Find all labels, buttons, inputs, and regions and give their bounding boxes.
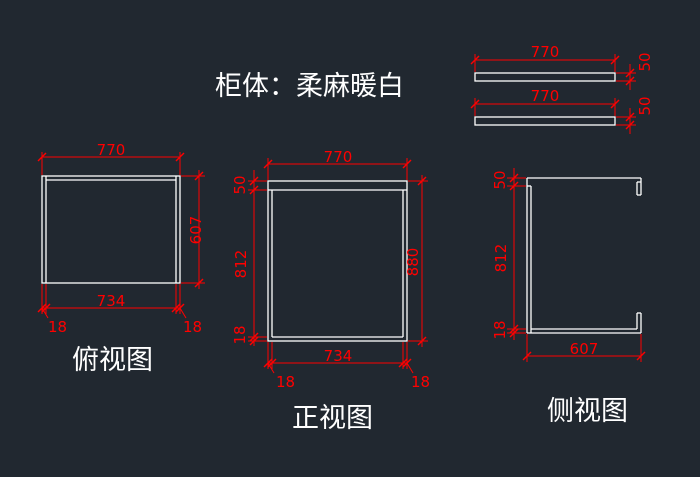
panel-2-length-dim: 770 — [531, 87, 560, 105]
top-view-side-right-dim: 18 — [183, 318, 202, 336]
front-view-side-left-dim: 18 — [276, 373, 295, 391]
panel-1-thickness-dim: 50 — [636, 52, 654, 71]
side-view-bottom-dim: 18 — [491, 320, 509, 339]
front-view: 770 50 812 18 880 734 18 18 — [231, 148, 430, 434]
front-view-width-dim: 770 — [324, 148, 353, 166]
front-view-bottom-dim: 18 — [231, 325, 249, 344]
top-view-label: 俯视图 — [72, 345, 153, 376]
front-view-height-dim: 880 — [404, 248, 422, 277]
panel-2: 770 50 — [470, 87, 654, 134]
side-view: 50 812 18 607 侧视图 — [491, 168, 646, 427]
top-view-side-left-dim: 18 — [48, 318, 67, 336]
front-view-top-dim: 50 — [231, 175, 249, 194]
front-view-side-right-dim: 18 — [411, 373, 430, 391]
panel-2-thickness-dim: 50 — [636, 96, 654, 115]
top-view: 770 607 734 18 18 俯视图 — [37, 141, 205, 376]
front-view-inner-dim: 734 — [324, 347, 353, 365]
side-view-top-dim: 50 — [491, 170, 509, 189]
drawing-title: 柜体：柔麻暖白 — [215, 71, 404, 102]
top-view-inner-dim: 734 — [97, 292, 126, 310]
front-view-label: 正视图 — [292, 403, 373, 434]
side-view-depth-dim: 607 — [570, 340, 599, 358]
front-view-middle-dim: 812 — [232, 250, 250, 279]
panel-1-length-dim: 770 — [531, 43, 560, 61]
top-view-width-dim: 770 — [97, 141, 126, 159]
panel-1: 770 50 — [470, 43, 654, 90]
top-view-depth-dim: 607 — [187, 216, 205, 245]
side-view-middle-dim: 812 — [492, 244, 510, 273]
side-view-label: 侧视图 — [547, 396, 628, 427]
